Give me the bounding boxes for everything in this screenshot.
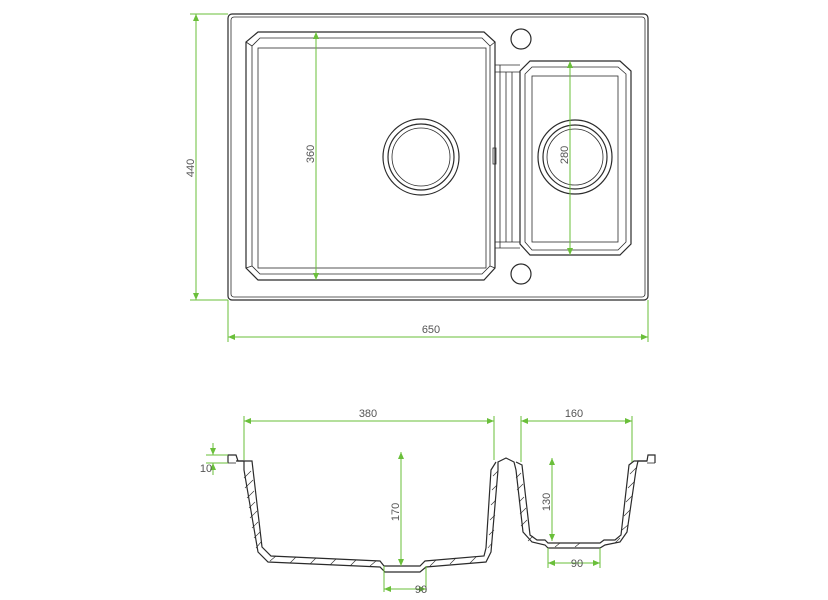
tap-hole-top xyxy=(510,28,532,50)
main-bowl-depth: 360 xyxy=(305,145,317,163)
small-bowl-depth: 280 xyxy=(559,146,571,164)
section-view: 380 160 10 170 130 90 90 xyxy=(200,408,656,596)
height-dimension: 440 xyxy=(185,159,197,177)
width-dimension: 650 xyxy=(422,324,440,336)
top-view: 440 650 360 280 xyxy=(185,13,649,342)
small-bowl-top xyxy=(519,60,632,256)
main-bowl-top xyxy=(245,31,496,281)
tap-hole-bottom xyxy=(510,263,532,285)
small-bowl-height: 130 xyxy=(541,493,553,511)
main-bowl-height: 170 xyxy=(390,503,402,521)
main-bowl-section xyxy=(227,454,656,573)
small-bowl-width: 160 xyxy=(565,408,583,420)
main-drain-top xyxy=(382,118,460,196)
rim-thickness: 10 xyxy=(200,463,212,475)
overflow-channel xyxy=(492,64,520,249)
sink-outline xyxy=(227,13,649,301)
small-drain-width: 90 xyxy=(571,558,583,570)
small-drain-top xyxy=(537,119,613,195)
main-drain-width: 90 xyxy=(415,584,427,596)
main-bowl-width: 380 xyxy=(359,408,377,420)
